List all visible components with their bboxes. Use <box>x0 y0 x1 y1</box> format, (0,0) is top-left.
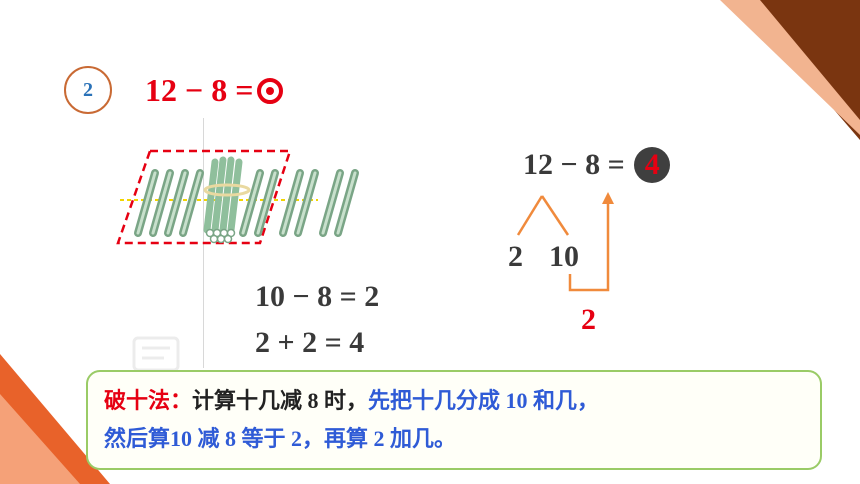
split-diagram-lines <box>516 192 614 292</box>
subtraction-result: 2 <box>581 303 596 336</box>
method-note-box: 破十法：计算十几减 8 时，先把十几分成 10 和几， 然后算10 减 8 等于 … <box>86 370 822 470</box>
note-text-1: 计算十几减 8 时， <box>192 388 369 413</box>
breakdown-equation: 12 − 8 = 4 <box>523 145 671 185</box>
split-part-ten: 10 <box>549 240 579 273</box>
corner-decoration-top-right <box>720 0 860 140</box>
note-text-3: 然后算10 减 8 等于 2，再算 2 加几。 <box>104 426 457 451</box>
corner-decoration-bottom-left <box>0 354 110 484</box>
counting-sticks-illustration <box>116 149 359 245</box>
faint-document-icon <box>132 336 180 372</box>
question-number-badge: 2 <box>64 66 112 114</box>
step-equation-2: 2 + 2 = 4 <box>255 326 365 359</box>
note-title: 破十法： <box>104 388 193 413</box>
step-equation-1: 10 − 8 = 2 <box>255 280 380 313</box>
problem-equation: 12 − 8 = <box>145 66 284 114</box>
note-text-2: 先把十几分成 10 和几， <box>368 388 600 413</box>
answer-circle: 4 <box>634 147 671 183</box>
target-icon <box>257 78 284 104</box>
breakdown-equation-text: 12 − 8 = <box>523 148 625 181</box>
split-part-two: 2 <box>508 240 523 273</box>
problem-equation-text: 12 − 8 = <box>145 72 254 108</box>
